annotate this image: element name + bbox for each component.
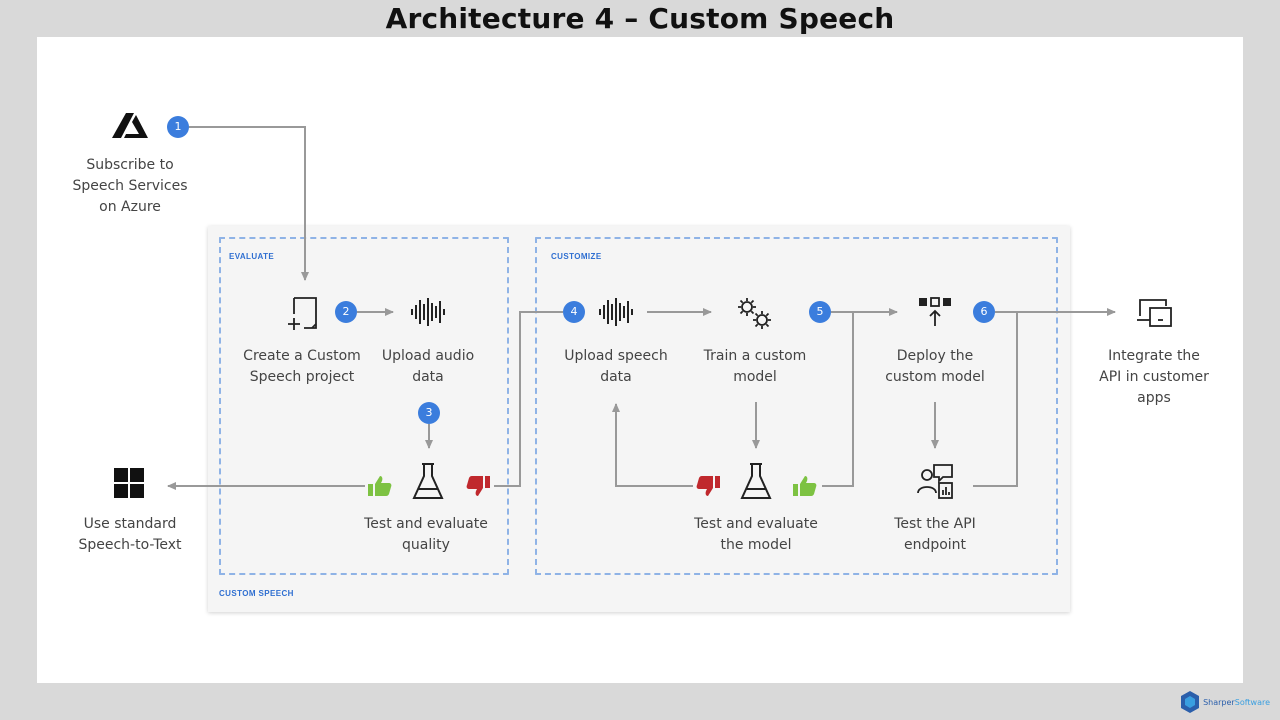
logo-text: SharperSoftware <box>1203 697 1270 707</box>
customize-label: CUSTOMIZE <box>551 252 602 261</box>
custom-speech-label: CUSTOM SPEECH <box>219 589 294 598</box>
step-badge-5: 5 <box>809 301 831 323</box>
new-project-icon <box>288 297 317 330</box>
step-use-standard-label: Use standard Speech-to-Text <box>78 516 182 553</box>
deploy-icon <box>919 297 951 326</box>
step-test-quality-label: Test and evaluate quality <box>364 516 488 553</box>
step-test-api-label: Test the API endpoint <box>894 516 976 553</box>
sharpersoftware-logo: SharperSoftware <box>1180 690 1270 714</box>
arrow-api-to-6 <box>973 311 1018 487</box>
step-badge-4: 4 <box>563 301 585 323</box>
step-upload-speech-label: Upload speech data <box>564 348 668 385</box>
step-upload-audio-label: Upload audio data <box>381 348 475 385</box>
arrow-retry-to-upload <box>612 403 693 487</box>
step-integrate-api-label: Integrate the API in customer apps <box>1099 348 1209 406</box>
step-deploy-model-label: Deploy the custom model <box>885 348 985 385</box>
step-badge-3: 3 <box>418 402 440 424</box>
azure-logo-icon <box>112 113 148 138</box>
waveform-icon <box>411 298 445 326</box>
evaluate-label: EVALUATE <box>229 252 275 261</box>
thumbs-up-icon <box>793 476 817 496</box>
hexagon-logo-icon <box>1181 691 1200 713</box>
evaluate-box <box>219 237 509 575</box>
gears-icon <box>738 298 771 329</box>
step-subscribe-label: Subscribe to Speech Services on Azure <box>72 157 188 215</box>
waveform-icon <box>599 298 633 326</box>
thumbs-up-icon <box>368 476 392 496</box>
customize-box <box>535 237 1058 575</box>
thumbs-down-icon <box>466 476 490 496</box>
custom-speech-panel <box>208 226 1070 612</box>
step-badge-6: 6 <box>973 301 995 323</box>
flask-icon <box>740 463 772 499</box>
devices-icon <box>1137 299 1172 327</box>
step-test-model-label: Test and evaluate the model <box>694 516 818 553</box>
step-badge-1: 1 <box>167 116 189 138</box>
user-dashboard-icon <box>917 464 953 499</box>
step-badge-2: 2 <box>335 301 357 323</box>
step-create-project-label: Create a Custom Speech project <box>243 348 361 385</box>
arrow-1-to-project <box>189 126 309 281</box>
slide-title: Architecture 4 – Custom Speech <box>385 2 895 35</box>
windows-grid-icon <box>114 468 144 498</box>
step-train-model-label: Train a custom model <box>703 348 807 385</box>
flask-icon <box>412 463 444 499</box>
arrow-pass-to-5 <box>822 311 854 487</box>
thumbs-down-icon <box>696 476 720 496</box>
arrow-fail-to-4 <box>494 311 563 487</box>
